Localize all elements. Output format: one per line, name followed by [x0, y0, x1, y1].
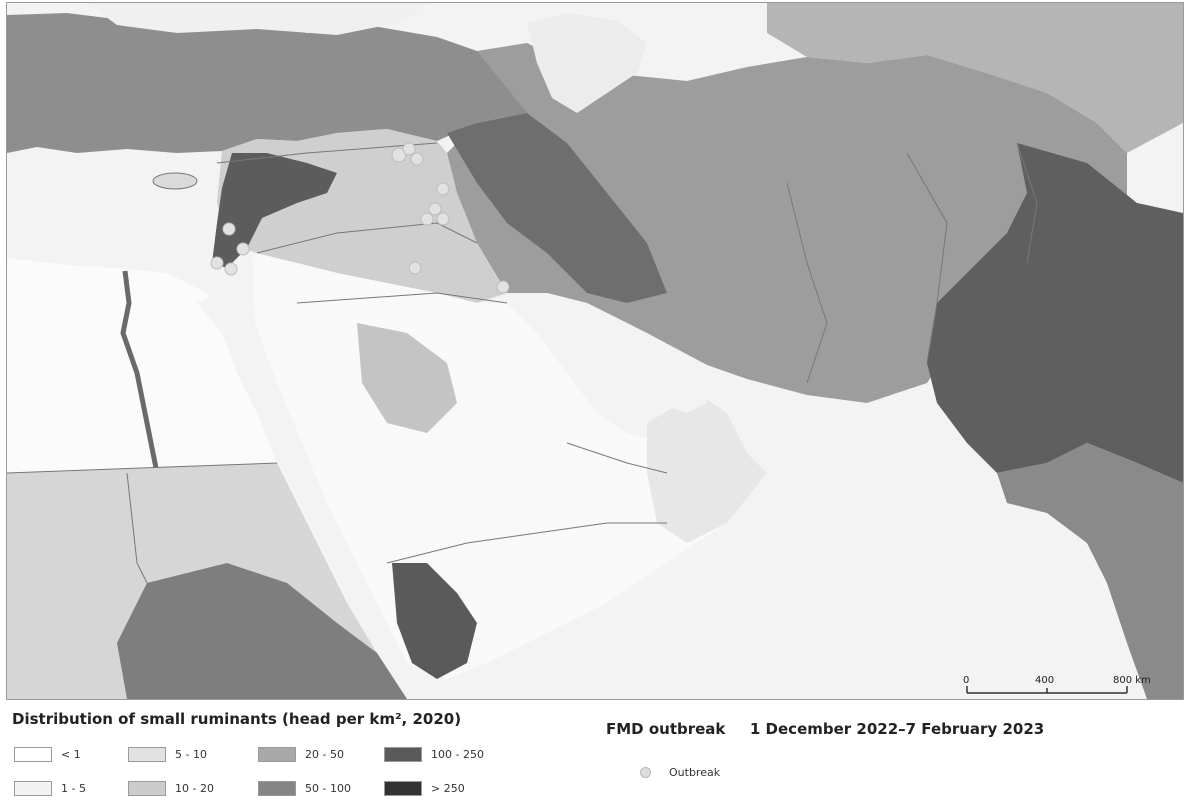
outbreak-point — [402, 142, 416, 156]
region-najd — [357, 323, 457, 433]
outbreak-point — [222, 222, 236, 236]
region-central-asia — [767, 3, 1183, 153]
persian-gulf — [507, 293, 707, 423]
black-sea — [87, 3, 427, 35]
outbreak-point — [408, 261, 422, 275]
outbreak-point — [496, 280, 510, 294]
legend-label: Outbreak — [669, 765, 721, 779]
outbreak-point — [428, 202, 442, 216]
outbreak-point — [210, 256, 224, 270]
legend-label: < 1 — [61, 747, 81, 761]
legend-outbreak: Outbreak — [640, 764, 720, 780]
scale-label-0: 0 — [963, 675, 969, 686]
legend-label: 1 - 5 — [61, 781, 86, 795]
legend-class-50-100: 50 - 100 — [258, 780, 351, 796]
legend-swatch — [128, 746, 166, 762]
legend-class-5-10: 5 - 10 — [128, 746, 207, 762]
region-levant — [212, 153, 337, 268]
outbreak-point — [420, 212, 434, 226]
outbreak-point — [436, 212, 450, 226]
outbreak-title: FMD outbreak — [606, 720, 726, 738]
outbreak-point — [391, 147, 407, 163]
caspian-sea — [527, 13, 647, 113]
region-oman — [647, 393, 767, 543]
legend-swatch — [384, 746, 422, 762]
map-canvas: 0 400 800 km — [7, 3, 1183, 699]
legend-label: 50 - 100 — [305, 781, 351, 795]
legend-class-10-20: 10 - 20 — [128, 780, 214, 796]
legend-label: 5 - 10 — [175, 747, 207, 761]
region-ethiopia — [117, 563, 407, 699]
outbreak-period: 1 December 2022–7 February 2023 — [749, 720, 1045, 738]
outbreak-point — [410, 152, 424, 166]
region-zagros — [447, 113, 667, 303]
outbreak-legend-title: FMD outbreak 1 December 2022–7 February … — [606, 720, 1044, 738]
legend-class-lt1: < 1 — [14, 746, 81, 762]
region-pakistan — [927, 143, 1183, 483]
legend-swatch — [384, 780, 422, 796]
legend-label: 100 - 250 — [431, 747, 484, 761]
density-legend-title: Distribution of small ruminants (head pe… — [12, 710, 462, 728]
outbreak-point — [236, 242, 250, 256]
scale-bar: 0 400 800 km — [963, 675, 1151, 694]
map-frame[interactable]: 0 400 800 km — [6, 2, 1184, 700]
red-sea — [197, 293, 402, 653]
legend-swatch — [14, 746, 52, 762]
legend-class-gt250: > 250 — [384, 780, 465, 796]
outbreak-dot-icon — [640, 766, 651, 778]
legend-swatch — [258, 780, 296, 796]
country-borders — [7, 142, 1038, 584]
scale-label-800: 800 km — [1113, 675, 1151, 686]
legend-label: > 250 — [431, 781, 465, 795]
legend-swatch — [14, 780, 52, 796]
outbreak-point — [224, 262, 238, 276]
legend-label: 10 - 20 — [175, 781, 214, 795]
legend-label: 20 - 50 — [305, 747, 344, 761]
outbreak-point — [436, 182, 450, 196]
legend-class-100-250: 100 - 250 — [384, 746, 484, 762]
legend-swatch — [128, 780, 166, 796]
region-india — [997, 443, 1183, 699]
scale-label-400: 400 — [1035, 675, 1054, 686]
region-yemen — [392, 563, 477, 679]
outbreak-points — [210, 142, 510, 294]
region-anatolia — [7, 13, 527, 153]
legend-class-20-50: 20 - 50 — [258, 746, 344, 762]
cyprus — [152, 172, 198, 190]
legend-class-1-5: 1 - 5 — [14, 780, 86, 796]
legend-swatch — [258, 746, 296, 762]
